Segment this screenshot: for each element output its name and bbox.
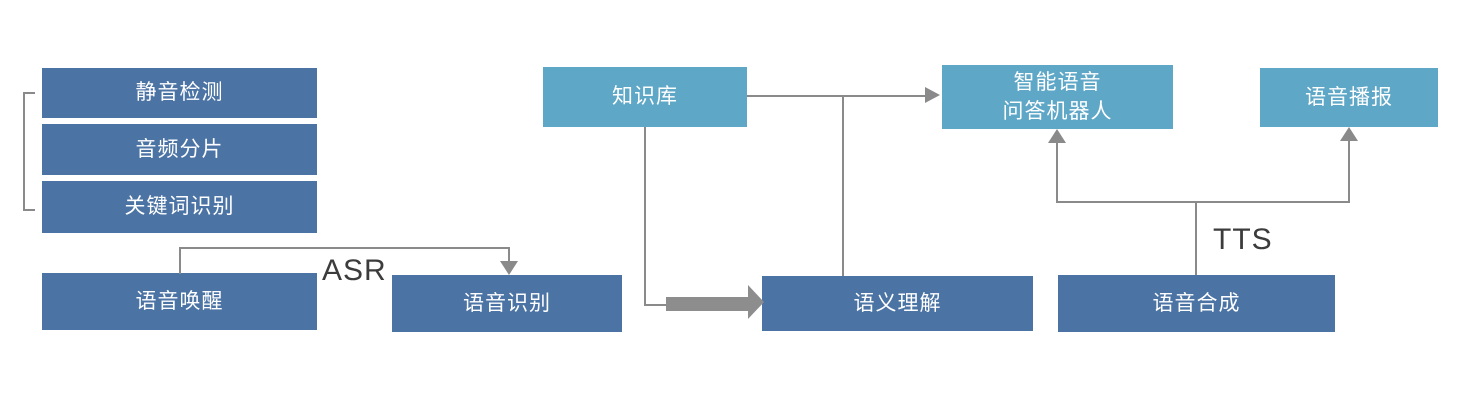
connector-synthesis-up-segment bbox=[1195, 201, 1197, 275]
connector-tts-left-branch bbox=[1056, 143, 1058, 203]
edge-label-tts: TTS bbox=[1213, 223, 1273, 256]
connector-knowledge-down-segment bbox=[644, 127, 646, 306]
connector-knowledge-elbow-segment bbox=[644, 304, 668, 306]
node-speech-synthesis: 语音合成 bbox=[1058, 275, 1335, 332]
group-bracket-line bbox=[23, 92, 25, 211]
node-semantic-understanding: 语义理解 bbox=[762, 276, 1033, 331]
connector-wake-down-segment bbox=[508, 247, 510, 263]
thick-arrow-body bbox=[666, 297, 748, 311]
node-silence-detection: 静音检测 bbox=[42, 68, 317, 118]
arrowhead-up-icon bbox=[1340, 127, 1358, 141]
arrowhead-up-icon bbox=[1048, 129, 1066, 143]
node-audio-segmentation: 音频分片 bbox=[42, 124, 317, 175]
node-keyword-recognition: 关键词识别 bbox=[42, 181, 317, 233]
node-knowledge-base: 知识库 bbox=[543, 67, 747, 127]
connector-knowledge-to-robot bbox=[747, 95, 925, 97]
connector-wake-horizontal-segment bbox=[179, 247, 510, 249]
edge-label-asr: ASR bbox=[322, 254, 387, 287]
node-voice-wakeup: 语音唤醒 bbox=[42, 273, 317, 330]
thick-arrowhead-right-icon bbox=[748, 285, 764, 319]
arrowhead-right-icon bbox=[925, 87, 940, 103]
connector-branch-to-semantic bbox=[842, 96, 844, 276]
connector-wake-up-segment bbox=[179, 247, 181, 274]
group-bracket-bottom-stub bbox=[23, 209, 35, 211]
node-speech-recognition: 语音识别 bbox=[392, 275, 622, 332]
arrowhead-down-icon bbox=[500, 261, 518, 275]
connector-tts-horizontal-segment bbox=[1056, 201, 1349, 203]
connector-tts-right-branch bbox=[1348, 141, 1350, 203]
group-bracket-top-stub bbox=[23, 92, 35, 94]
node-qa-robot: 智能语音 问答机器人 bbox=[942, 65, 1173, 129]
node-voice-broadcast: 语音播报 bbox=[1260, 68, 1438, 127]
